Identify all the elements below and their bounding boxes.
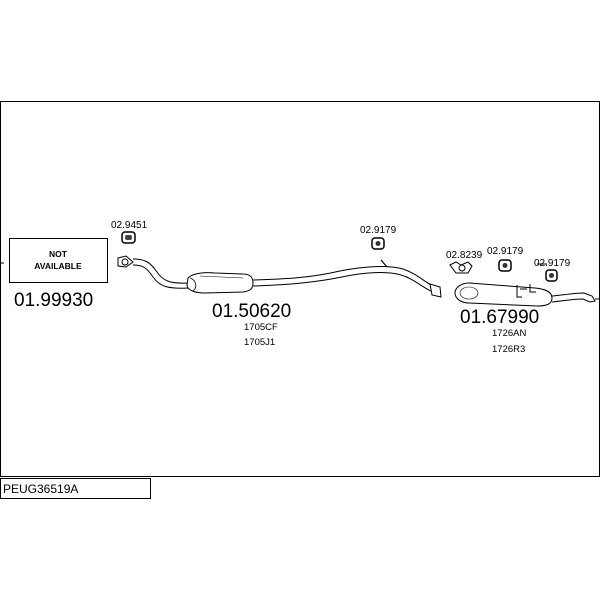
rear-mount-icon-1 [498,259,512,272]
tail-pipe [551,292,596,303]
part-number-clamp: 02.8239 [446,250,483,261]
part-number-center-mount: 02.9179 [360,225,397,236]
part-number-gasket: 02.9451 [111,220,148,231]
part-number-middle: 01.50620 [212,301,291,322]
clamp-icon [449,261,473,274]
diagram-code: PEUG36519A [3,482,78,496]
pipe-middle [252,259,442,298]
middle-ref-1: 1705CF [244,322,278,333]
not-available-line2: AVAILABLE [34,261,82,271]
rear-mount-icon-2 [537,263,558,282]
rear-silencer [454,282,553,307]
middle-silencer [186,272,254,294]
rear-ref-2: 1726R3 [492,344,525,355]
part-number-rear-mount-1: 02.9179 [487,246,524,257]
front-flange [117,255,134,268]
center-mount-icon [371,237,385,250]
part-number-rear-mount-2: 02.9179 [534,258,571,269]
middle-ref-2: 1705J1 [244,337,275,348]
diagram-code-box: PEUG36519A [0,478,151,499]
pipe-front [132,258,191,289]
not-available-box: NOT AVAILABLE [9,238,108,283]
part-number-rear: 01.67990 [460,307,539,328]
rear-ref-1: 1726AN [492,328,526,339]
gasket-icon [121,231,136,244]
part-number-front: 01.99930 [14,290,93,311]
not-available-line1: NOT [49,249,68,259]
